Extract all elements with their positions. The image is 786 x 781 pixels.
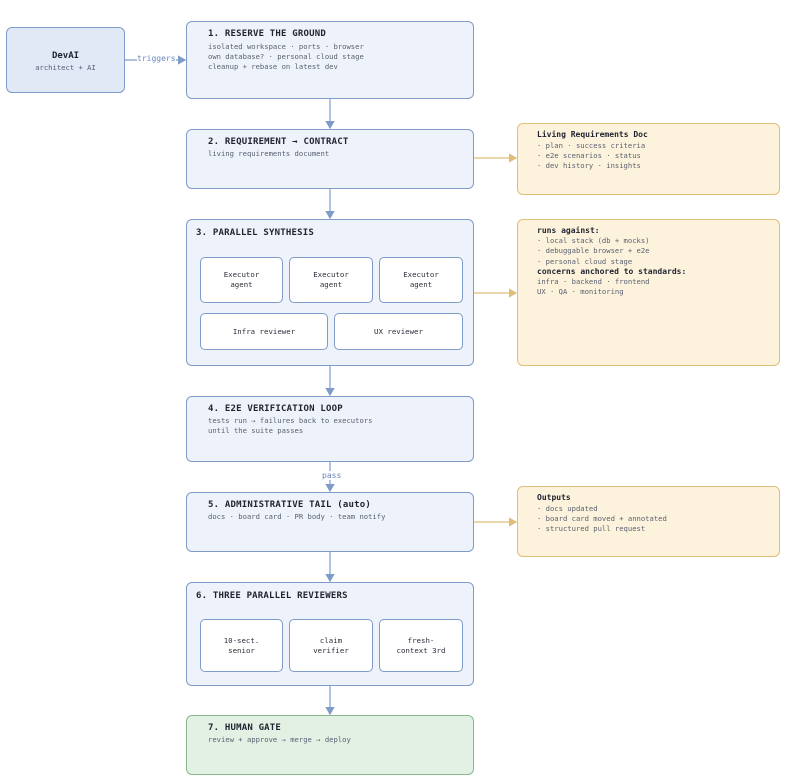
- ux-reviewer-box: UX reviewer: [334, 313, 463, 350]
- step-details: review + approve → merge → deploy: [208, 735, 351, 745]
- box-label: fresh- context 3rd: [396, 635, 446, 655]
- step-details: isolated workspace · ports · browser own…: [208, 42, 364, 72]
- step-title: 2. REQUIREMENT → CONTRACT: [208, 137, 349, 147]
- note-item: · plan · success criteria: [537, 141, 646, 150]
- step-detail-line: tests run → failures back to executors: [208, 416, 373, 425]
- note-title: Living Requirements Doc: [537, 130, 648, 139]
- note-item: UX · QA · monitoring: [537, 287, 624, 297]
- step-detail-line: review + approve → merge → deploy: [208, 735, 351, 744]
- step-5-administrative-tail: 5. ADMINISTRATIVE TAIL (auto) docs · boa…: [186, 492, 474, 552]
- box-label: claim verifier: [313, 635, 349, 655]
- note-title: Outputs: [537, 493, 571, 502]
- box-label: Executor agent: [223, 270, 260, 289]
- edge-label-triggers: triggers: [137, 54, 176, 63]
- note-item: · e2e scenarios · status: [537, 151, 641, 161]
- step-detail-line: own database? · personal cloud stage: [208, 52, 364, 61]
- note-item: · dev history · insights: [537, 161, 641, 171]
- note-heading: runs against:: [537, 226, 600, 235]
- senior-reviewer-box: 10-sect. senior: [200, 619, 283, 672]
- box-label: Infra reviewer: [232, 326, 296, 336]
- note-item: · docs updated: [537, 504, 598, 513]
- step-detail-line: until the suite passes: [208, 426, 304, 435]
- devai-title: DevAI: [51, 51, 80, 61]
- note-item: · local stack (db + mocks): [537, 236, 650, 246]
- note-item: infra · backend · frontend: [537, 277, 650, 287]
- edge-label-pass: pass: [321, 471, 343, 480]
- step-title: 4. E2E VERIFICATION LOOP: [208, 404, 343, 414]
- step-title: 7. HUMAN GATE: [208, 723, 282, 733]
- note-item: · board card moved + annotated: [537, 514, 667, 524]
- step-title: 6. THREE PARALLEL REVIEWERS: [196, 591, 348, 601]
- note-item: · personal cloud stage: [537, 256, 633, 266]
- fresh-context-reviewer-box: fresh- context 3rd: [379, 619, 463, 672]
- executor-agent-box: Executor agent: [200, 257, 283, 303]
- note-item: · debuggable browser + e2e: [537, 246, 650, 256]
- note-item: · structured pull request: [537, 524, 646, 534]
- devai-subtitle: architect + AI: [35, 63, 96, 72]
- step-detail-line: isolated workspace · ports · browser: [208, 42, 364, 51]
- infra-reviewer-box: Infra reviewer: [200, 313, 328, 350]
- note-items: · docs updated · board card moved + anno…: [537, 504, 667, 535]
- box-label: 10-sect. senior: [223, 635, 260, 655]
- step-title: 1. RESERVE THE GROUND: [208, 29, 326, 39]
- executor-agent-box: Executor agent: [379, 257, 463, 303]
- step-detail-line: cleanup + rebase on latest dev: [208, 62, 338, 71]
- step-details: docs · board card · PR body · team notif…: [208, 512, 385, 522]
- step-details: tests run → failures back to executors u…: [208, 416, 372, 436]
- note-items: runs against: · local stack (db + mocks)…: [537, 226, 686, 297]
- step-detail-line: docs · board card · PR body · team notif…: [208, 512, 386, 521]
- note-outputs: Outputs · docs updated · board card move…: [517, 486, 780, 557]
- step-4-e2e-verification-loop: 4. E2E VERIFICATION LOOP tests run → fai…: [186, 396, 474, 462]
- devai-node: DevAI architect + AI: [6, 27, 125, 93]
- step-title: 5. ADMINISTRATIVE TAIL (auto): [208, 500, 371, 510]
- box-label: UX reviewer: [374, 326, 423, 336]
- note-items: · plan · success criteria · e2e scenario…: [537, 141, 645, 172]
- executor-agent-box: Executor agent: [289, 257, 373, 303]
- step-6-three-parallel-reviewers: 6. THREE PARALLEL REVIEWERS 10-sect. sen…: [186, 582, 474, 686]
- step-details: living requirements document: [208, 149, 329, 159]
- step-2-requirement-contract: 2. REQUIREMENT → CONTRACT living require…: [186, 129, 474, 189]
- note-heading: concerns anchored to standards:: [537, 266, 687, 276]
- step-3-parallel-synthesis: 3. PARALLEL SYNTHESIS Executor agent Exe…: [186, 219, 474, 366]
- step-detail-line: living requirements document: [208, 149, 330, 158]
- note-living-requirements-doc: Living Requirements Doc · plan · success…: [517, 123, 780, 195]
- claim-verifier-box: claim verifier: [289, 619, 373, 672]
- box-label: Executor agent: [403, 270, 439, 289]
- box-label: Executor agent: [313, 270, 349, 289]
- step-1-reserve-the-ground: 1. RESERVE THE GROUND isolated workspace…: [186, 21, 474, 99]
- step-7-human-gate: 7. HUMAN GATE review + approve → merge →…: [186, 715, 474, 775]
- step-title: 3. PARALLEL SYNTHESIS: [196, 228, 314, 238]
- note-runs-against: runs against: · local stack (db + mocks)…: [517, 219, 780, 366]
